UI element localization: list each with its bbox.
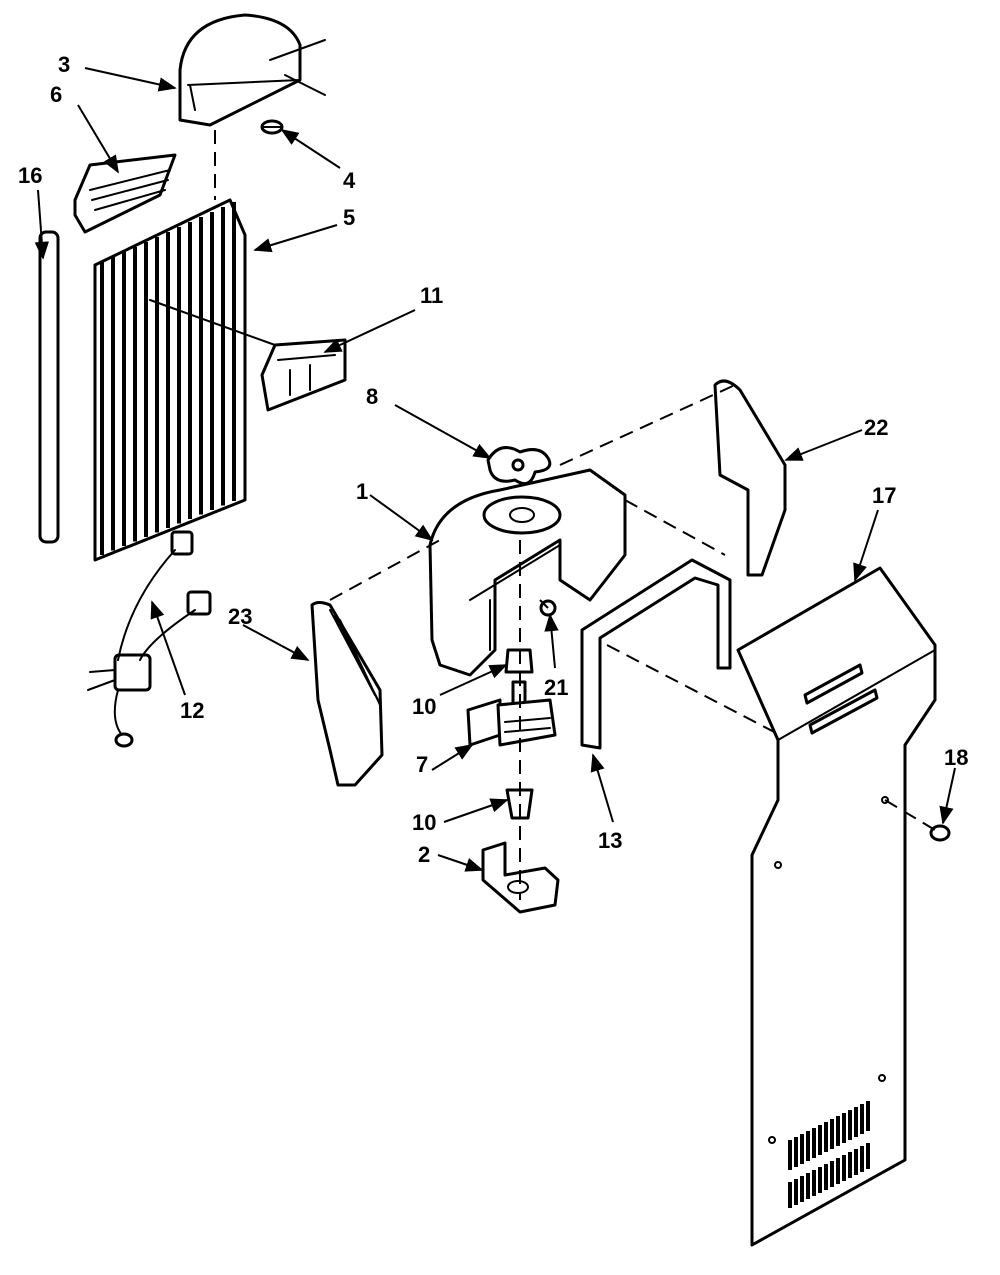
callout-10-upper: 10 [412,694,436,719]
part-16-strip [38,230,60,544]
callout-13: 13 [598,828,622,853]
part-23-side-panel [310,601,384,787]
part-4-screw [260,119,284,135]
part-5-evaporator-panel [93,130,247,562]
callout-12: 12 [180,698,204,723]
part-6-grille [73,153,177,234]
callout-labels: 3 6 16 4 5 11 8 1 22 17 23 12 21 10 7 10… [18,52,968,867]
callout-16: 16 [18,163,42,188]
callout-11: 11 [420,283,443,308]
callout-3: 3 [58,52,70,77]
part-17-rear-cover [736,566,937,1247]
part-18-screw [929,824,951,842]
callout-1: 1 [356,479,368,504]
callout-4: 4 [343,168,356,193]
part-8-fan-blade [486,446,552,486]
callout-17: 17 [872,483,896,508]
part-13-gasket [580,558,732,750]
callout-2: 2 [418,842,430,867]
callout-18: 18 [944,745,968,770]
part-11-bracket [149,299,347,412]
part-12-wiring-harness [87,530,212,748]
part-7-fan-motor [466,680,557,747]
part-3-top-cover [178,13,326,127]
part-1-fan-shroud [428,468,627,677]
callout-8: 8 [366,384,378,409]
leader-lines [34,67,956,872]
callout-22: 22 [864,415,888,440]
callout-5: 5 [343,205,355,230]
callout-23: 23 [228,604,252,629]
callout-21: 21 [544,675,568,700]
callout-7: 7 [416,752,428,777]
part-22-side-panel [713,379,787,577]
assembly-lines [329,384,936,900]
callout-10-lower: 10 [412,810,436,835]
callout-6: 6 [50,82,62,107]
